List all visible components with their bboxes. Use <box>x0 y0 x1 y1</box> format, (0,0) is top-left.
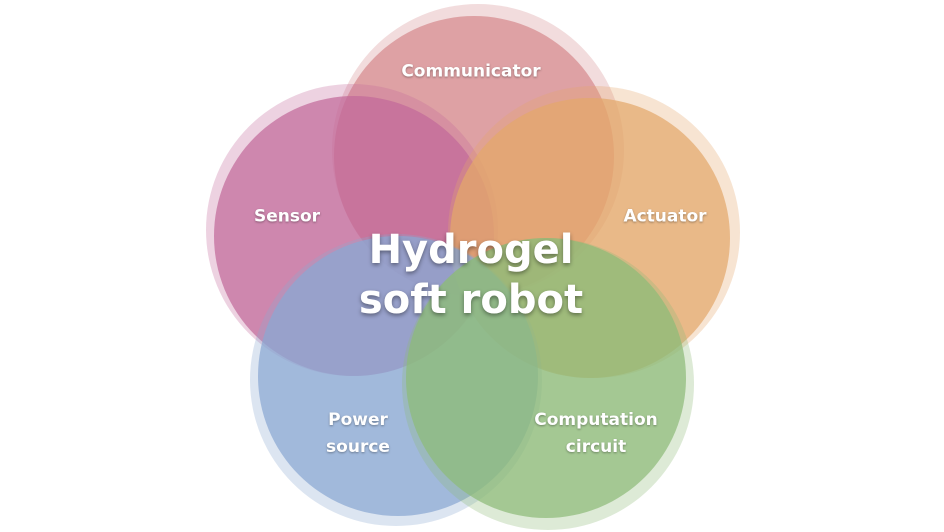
label-communicator: Communicator <box>401 61 541 82</box>
circle-computation-circuit <box>402 238 694 530</box>
label-sensor: Sensor <box>253 206 321 227</box>
center-title: Hydrogel soft robot <box>359 225 583 325</box>
center-title-line1: Hydrogel <box>368 227 574 273</box>
label-actuator: Actuator <box>623 206 707 227</box>
center-title-line2: soft robot <box>358 277 584 323</box>
